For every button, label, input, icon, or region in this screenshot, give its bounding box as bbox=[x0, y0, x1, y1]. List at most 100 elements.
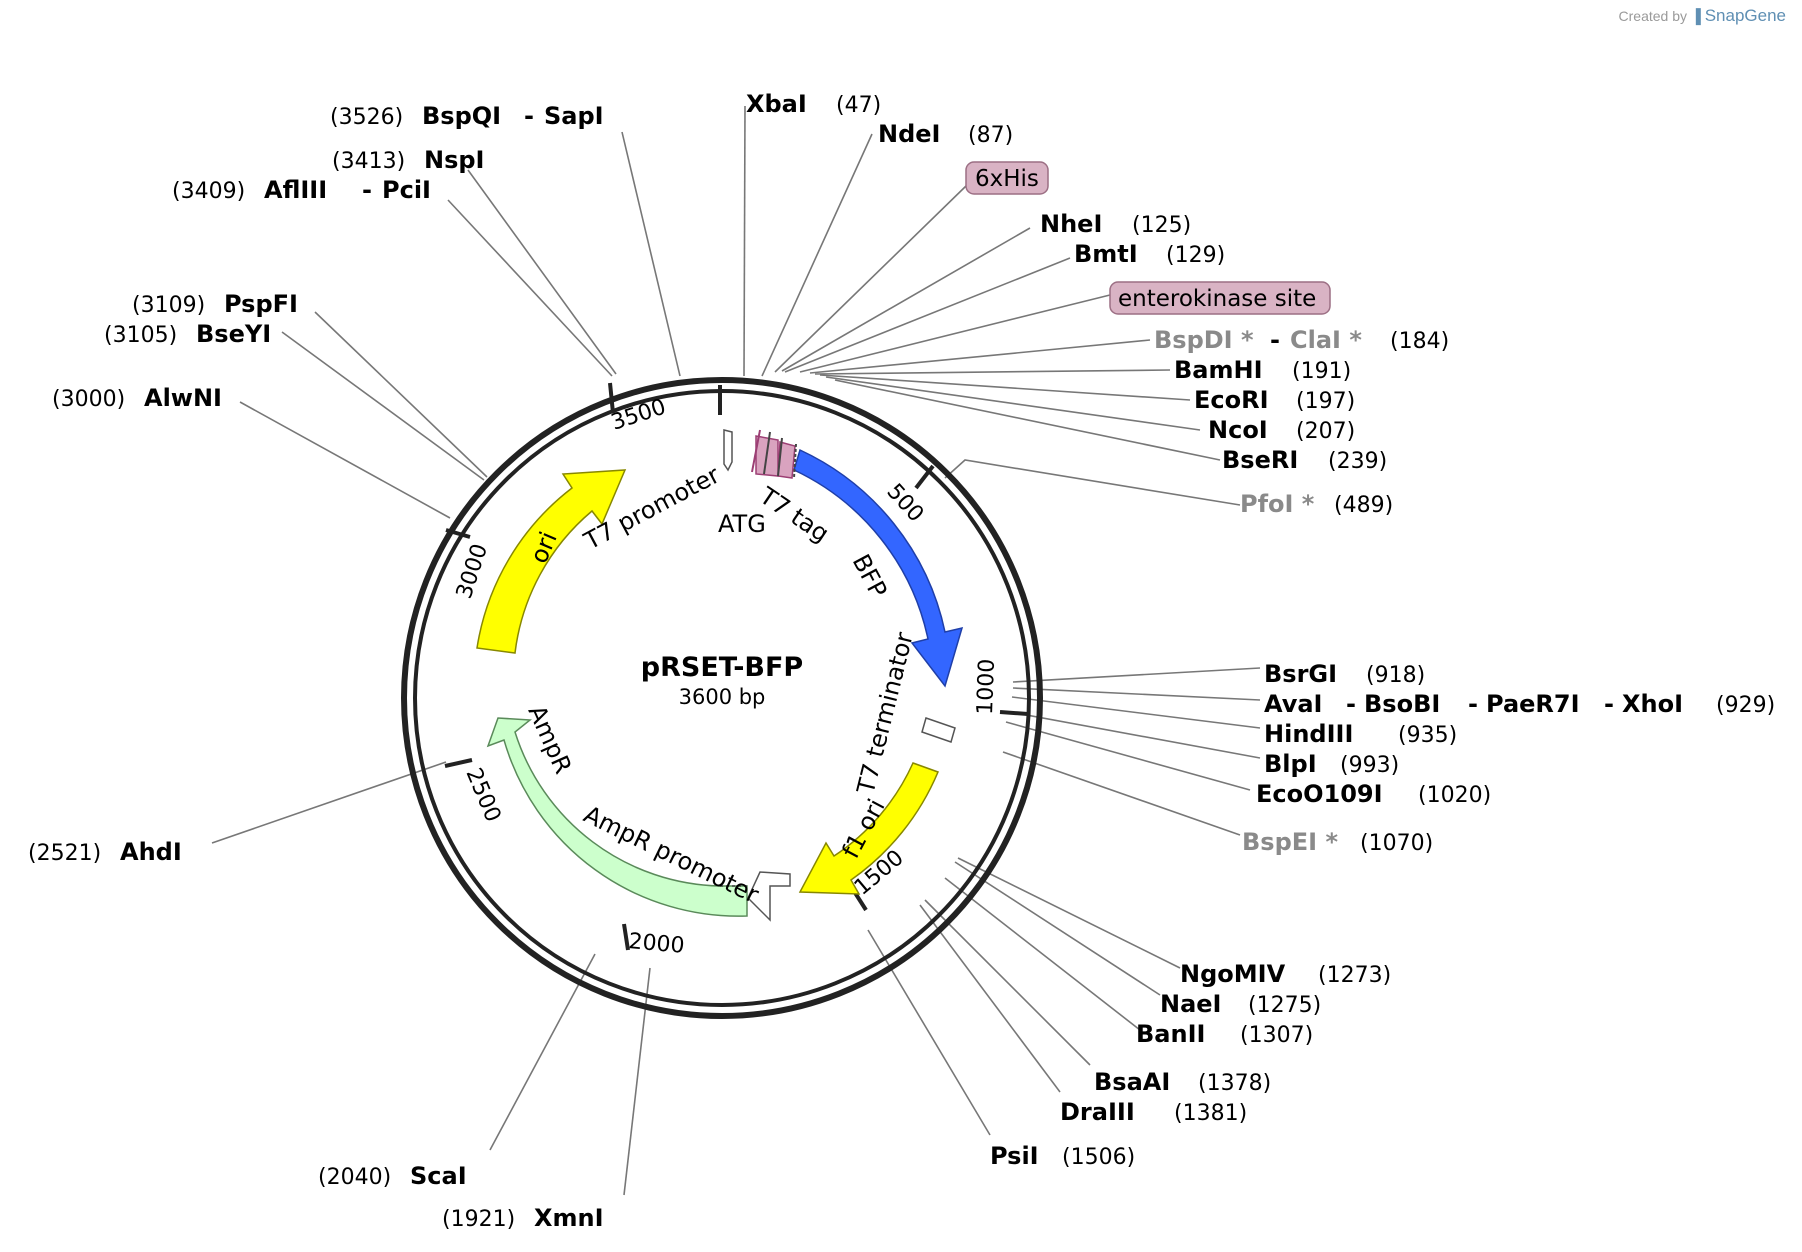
bfp-label: BFP bbox=[847, 550, 893, 603]
leader-bspei bbox=[1002, 751, 1241, 836]
site-ndei-name: NdeI bbox=[878, 120, 940, 148]
enterokinase-callout-label: enterokinase site bbox=[1118, 286, 1316, 312]
leader-bsaai bbox=[924, 899, 1091, 1066]
site-eco0109i-pos: (1020) bbox=[1418, 783, 1491, 808]
site-ahdi-name: AhdI bbox=[120, 838, 182, 866]
site-psii-name: PsiI bbox=[990, 1142, 1039, 1170]
leader-xbai bbox=[743, 105, 746, 377]
t7-tag-mark-2 bbox=[763, 431, 771, 475]
site-ecori-pos: (197) bbox=[1296, 389, 1355, 414]
site-bspdi-pos: (184) bbox=[1390, 329, 1449, 354]
site-pcii-name: PciI bbox=[382, 176, 431, 204]
ori-feature-arrow bbox=[476, 469, 627, 654]
site-bspdi-sep: - bbox=[1270, 326, 1280, 354]
site-nspi-name: NspI bbox=[424, 146, 484, 174]
t7-promoter-arrow bbox=[723, 429, 733, 472]
site-xhoi-name: XhoI bbox=[1622, 690, 1683, 718]
site-bsobi-name: BsoBI bbox=[1364, 690, 1440, 718]
plasmid-title: pRSET-BFP 3600 bp bbox=[641, 652, 803, 709]
tick-mark-2500 bbox=[444, 758, 473, 768]
site-xbai-name: XbaI bbox=[746, 90, 807, 118]
site-draiii-name: DraIII bbox=[1060, 1098, 1135, 1126]
site-alwni-pos: (3000) bbox=[52, 387, 125, 412]
credit-brand: SnapGene bbox=[1704, 6, 1786, 25]
site-bsaai-pos: (1378) bbox=[1198, 1071, 1271, 1096]
restriction-sites: XbaI (47) NdeI (87) NheI (125) BmtI (129… bbox=[28, 90, 1775, 1232]
site-bseri-name: BseRI bbox=[1222, 446, 1298, 474]
site-bsaai-name: BsaAI bbox=[1094, 1068, 1170, 1096]
t7-tag-mark-3 bbox=[777, 437, 783, 477]
leader-eco0109i bbox=[1005, 721, 1251, 791]
site-banii-pos: (1307) bbox=[1240, 1023, 1313, 1048]
site-hindiii-name: HindIII bbox=[1264, 720, 1353, 748]
leader-bspqi bbox=[621, 131, 681, 377]
tick-label-1000: 1000 bbox=[973, 658, 1000, 715]
leader-nspi bbox=[467, 169, 617, 375]
site-paer7i-name: PaeR7I bbox=[1486, 690, 1580, 718]
leader-pspfi bbox=[314, 311, 488, 478]
site-eco0109i-name: EcoO109I bbox=[1256, 780, 1383, 808]
site-alwni-name: AlwNI bbox=[144, 384, 222, 412]
tick-mark-3500-inner bbox=[608, 382, 615, 414]
leader-banii bbox=[944, 877, 1141, 1031]
tick-mark-2000 bbox=[622, 923, 630, 951]
leader-blpi bbox=[1009, 711, 1261, 759]
site-bamhi-name: BamHI bbox=[1174, 356, 1263, 384]
leader-ahdi bbox=[211, 761, 447, 844]
enterokinase-callout-box bbox=[1109, 281, 1331, 315]
credit-created-by: Created by bbox=[1618, 8, 1687, 24]
leader-scai bbox=[489, 953, 596, 1151]
site-avai-name: AvaI bbox=[1264, 690, 1323, 718]
tick-mark-1000 bbox=[999, 710, 1029, 716]
t7-tag-mark-4 bbox=[793, 443, 797, 479]
site-pspfi-name: PspFI bbox=[224, 290, 298, 318]
site-bspei-name: BspEI * bbox=[1242, 828, 1338, 856]
site-ndei-pos: (87) bbox=[968, 123, 1013, 148]
leader-draiii bbox=[919, 904, 1061, 1093]
site-pspfi-pos: (3109) bbox=[132, 293, 205, 318]
t7-tag-label: T7 tag bbox=[754, 481, 834, 548]
f1-ori-feature-arrow bbox=[798, 762, 939, 895]
leader-avai bbox=[1012, 687, 1261, 701]
leader-lines bbox=[211, 105, 1261, 1196]
site-ecori-name: EcoRI bbox=[1194, 386, 1269, 414]
leader-enterokinase bbox=[799, 294, 1111, 373]
leader-bsrgi bbox=[1012, 667, 1261, 683]
site-avai-pos: (929) bbox=[1716, 693, 1775, 718]
leader-pfoi bbox=[944, 459, 1241, 506]
site-bsrgi-name: BsrGI bbox=[1264, 660, 1337, 688]
tick-mark-3000 bbox=[445, 528, 471, 539]
bfp-feature-arrow bbox=[793, 448, 964, 688]
features bbox=[476, 429, 964, 922]
site-pfoi-name: PfoI * bbox=[1240, 490, 1315, 518]
site-afliii-pos: (3409) bbox=[172, 179, 245, 204]
site-naei-pos: (1275) bbox=[1248, 993, 1321, 1018]
tick-label-3000: 3000 bbox=[452, 541, 493, 602]
site-bspqi-name: BspQI bbox=[422, 102, 501, 130]
leader-ngomiv bbox=[957, 857, 1181, 969]
snapgene-logo-icon: ▐ bbox=[1690, 8, 1701, 24]
leader-naei bbox=[954, 861, 1161, 996]
site-scai-name: ScaI bbox=[410, 1162, 467, 1190]
site-nhei-pos: (125) bbox=[1132, 213, 1191, 238]
leader-ncoi bbox=[825, 376, 1201, 431]
ampr-promoter-arrow bbox=[747, 871, 791, 922]
site-xmni-pos: (1921) bbox=[442, 1207, 515, 1232]
site-ngomiv-name: NgoMIV bbox=[1180, 960, 1286, 988]
site-bspqi-pos: (3526) bbox=[330, 105, 403, 130]
site-avai-sep-1: - bbox=[1346, 690, 1356, 718]
site-afliii-sep: - bbox=[362, 176, 372, 204]
site-avai-sep-2: - bbox=[1468, 690, 1478, 718]
site-draiii-pos: (1381) bbox=[1174, 1101, 1247, 1126]
site-sapi-name: SapI bbox=[544, 102, 604, 130]
leader-bseri bbox=[834, 379, 1221, 461]
site-blpi-pos: (993) bbox=[1340, 753, 1399, 778]
tick-label-2000: 2000 bbox=[627, 929, 685, 959]
site-xbai-pos: (47) bbox=[836, 93, 881, 118]
leader-bmti bbox=[784, 257, 1071, 373]
site-bspqi-sep: - bbox=[524, 102, 534, 130]
leader-bspdi bbox=[809, 339, 1151, 374]
leader-bseyi bbox=[281, 331, 485, 481]
plasmid-size: 3600 bp bbox=[679, 685, 766, 709]
site-bspei-pos: (1070) bbox=[1360, 831, 1433, 856]
